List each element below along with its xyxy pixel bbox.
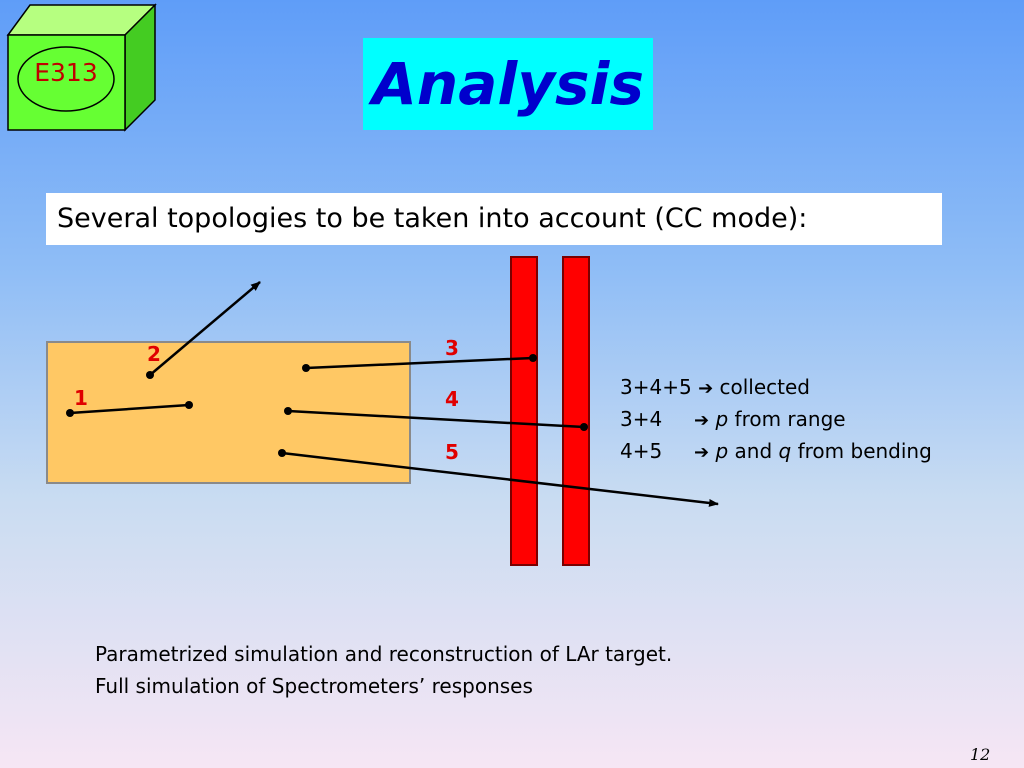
legend-combo: 3+4 <box>620 407 663 431</box>
track-3 <box>305 356 534 370</box>
track-3-end <box>529 354 537 362</box>
subtitle: Several topologies to be taken into acco… <box>57 203 808 234</box>
notes: Parametrized simulation and reconstructi… <box>95 638 672 702</box>
track-2-start <box>146 371 154 379</box>
subtitle-box <box>46 193 942 245</box>
track-5 <box>281 451 719 507</box>
note-line: Parametrized simulation and reconstructi… <box>95 642 673 666</box>
label-5: 5 <box>445 440 459 464</box>
e313-logo <box>6 3 157 132</box>
arrow-right-icon: ➔ <box>694 410 710 431</box>
topology-legend: 3+4+5 ➔ collected 3+4 ➔ p from range 4+5… <box>620 372 932 468</box>
spectrometer-plane-1 <box>510 256 538 566</box>
legend-variable: q <box>778 439 792 463</box>
track-4-start <box>284 407 292 415</box>
track-1 <box>69 403 190 415</box>
track-2 <box>149 281 261 376</box>
track-3-start <box>302 364 310 372</box>
track-1-start <box>66 409 74 417</box>
legend-row: 3+4+5 ➔ collected <box>620 372 932 404</box>
label-1: 1 <box>74 386 88 410</box>
label-3: 3 <box>445 336 459 360</box>
track-5-start <box>278 449 286 457</box>
note-line: Full simulation of Spectrometers’ respon… <box>95 674 533 698</box>
arrow-right-icon: ➔ <box>698 378 714 399</box>
legend-row: 4+5 ➔ p and q from bending <box>620 436 932 468</box>
legend-text: collected <box>719 375 811 399</box>
legend-text: from range <box>734 407 846 431</box>
logo-label: E313 <box>34 58 98 87</box>
track-4-end <box>580 423 588 431</box>
track-4 <box>287 409 585 429</box>
page-title: Analysis <box>372 50 644 118</box>
legend-text: from bending <box>797 439 932 463</box>
legend-conjunction: and <box>734 439 773 463</box>
label-2: 2 <box>147 342 161 366</box>
track-1-end <box>185 401 193 409</box>
arrow-right-icon: ➔ <box>694 442 710 463</box>
legend-variable: p <box>715 407 729 431</box>
legend-row: 3+4 ➔ p from range <box>620 404 932 436</box>
legend-combo: 4+5 <box>620 439 663 463</box>
legend-variable: p <box>715 439 729 463</box>
legend-combo: 3+4+5 <box>620 375 692 399</box>
page-number: 12 <box>970 745 991 764</box>
title-box <box>363 38 653 130</box>
spectrometer-plane-2 <box>562 256 590 566</box>
label-4: 4 <box>445 387 459 411</box>
